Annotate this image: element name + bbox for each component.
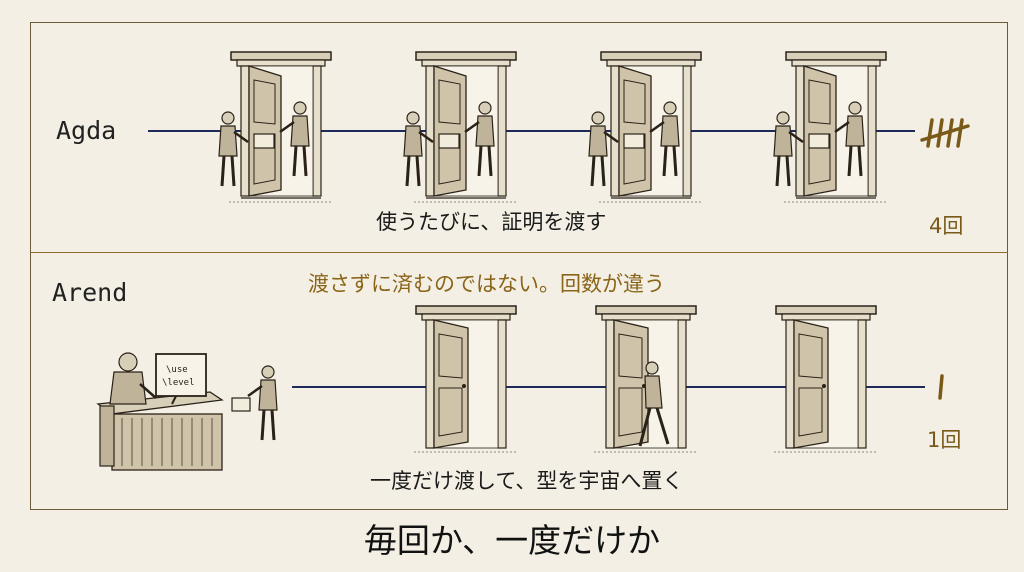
agda-label: Agda bbox=[56, 116, 117, 145]
tally-one-icon bbox=[938, 374, 944, 400]
arend-count: 1回 bbox=[927, 428, 962, 452]
envelope-icon bbox=[623, 133, 645, 149]
tally-four-icon bbox=[920, 118, 970, 148]
screen-line-2: \level bbox=[162, 378, 195, 388]
footer-title: 毎回か、一度だけか bbox=[363, 521, 661, 560]
agda-count: 4回 bbox=[929, 214, 964, 238]
envelope-icon bbox=[253, 133, 275, 149]
agda-caption: 使うたびに、証明を渡す bbox=[376, 210, 607, 234]
arend-caption: 一度だけ渡して、型を宇宙へ置く bbox=[370, 469, 684, 493]
section-divider bbox=[30, 252, 1008, 253]
arend-label: Arend bbox=[52, 278, 128, 307]
outer-frame bbox=[30, 22, 1008, 510]
arend-person bbox=[231, 364, 279, 442]
screen-line-1: \use bbox=[166, 365, 188, 375]
arend-door-1 bbox=[413, 305, 519, 453]
arend-door-3 bbox=[773, 305, 879, 453]
agda-door-3 bbox=[587, 51, 704, 203]
desk-scene bbox=[96, 352, 224, 471]
envelope-icon bbox=[231, 397, 251, 412]
arend-note: 渡さずに済むのではない。回数が違う bbox=[308, 272, 665, 296]
agda-door-4 bbox=[772, 51, 889, 203]
arend-door-2 bbox=[593, 305, 699, 453]
envelope-icon bbox=[808, 133, 830, 149]
envelope-icon bbox=[438, 133, 460, 149]
agda-door-1 bbox=[217, 51, 334, 203]
monitor bbox=[155, 353, 207, 397]
agda-door-2 bbox=[402, 51, 519, 203]
